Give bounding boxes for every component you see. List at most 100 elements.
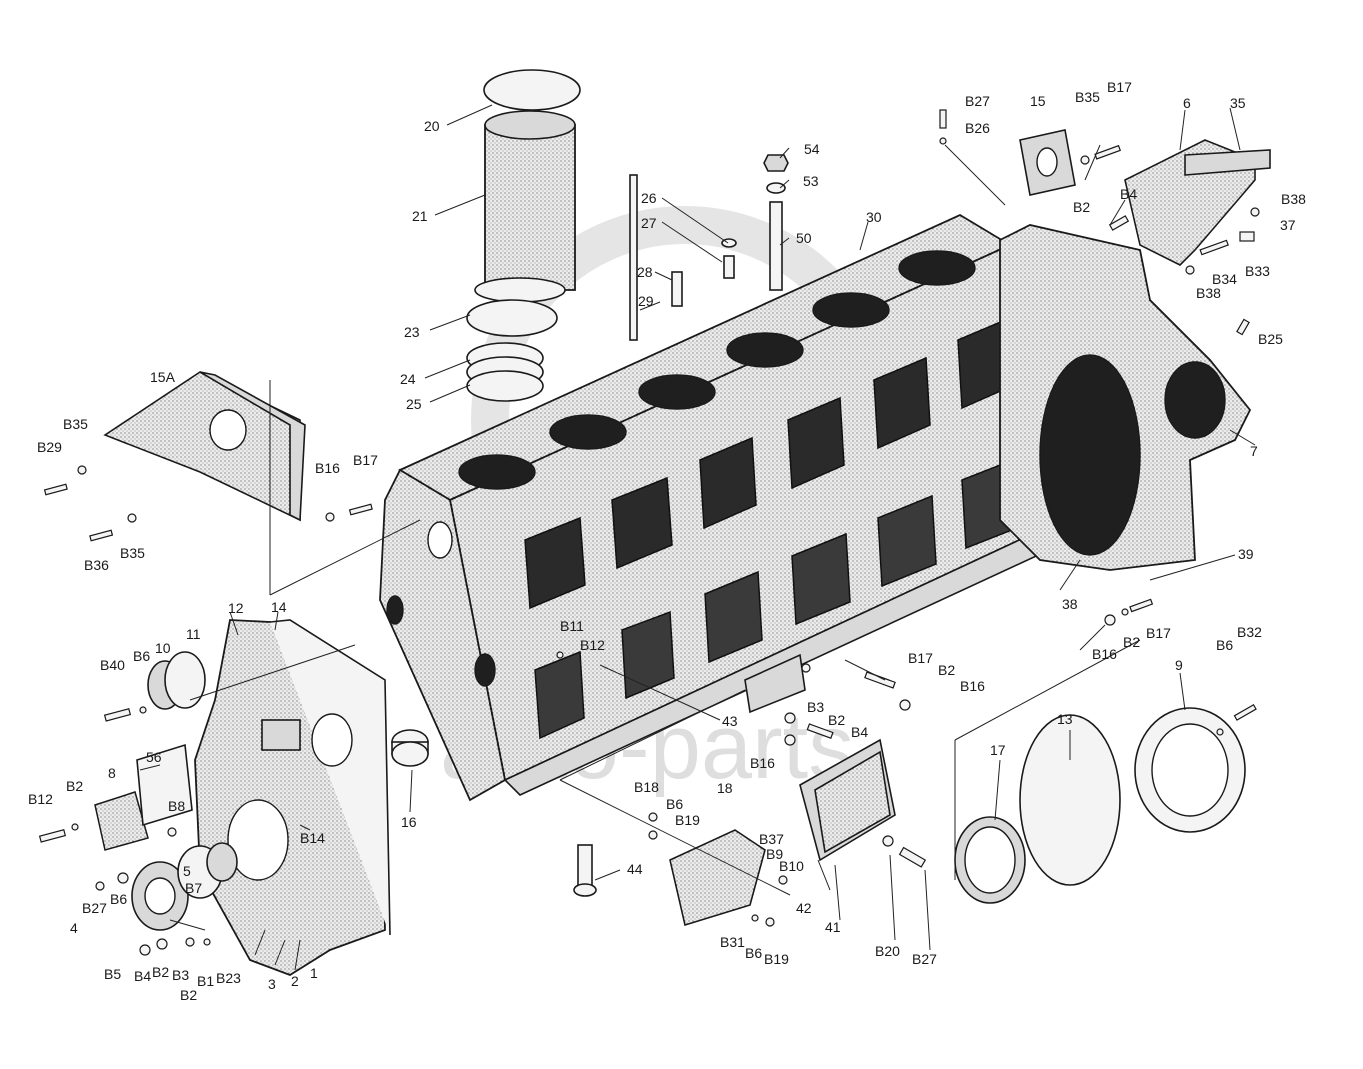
label-b20: B20 — [875, 943, 900, 959]
label-13: 13 — [1057, 711, 1073, 727]
label-20: 20 — [424, 118, 440, 134]
flange-15 — [1019, 129, 1076, 196]
label-b27-top: B27 — [965, 93, 990, 109]
label-b25: B25 — [1258, 331, 1283, 347]
label-b17-right: B17 — [1146, 625, 1171, 641]
label-b32: B32 — [1237, 624, 1262, 640]
leader-lines — [139, 104, 1256, 971]
label-b6-bottom: B6 — [745, 945, 762, 961]
label-39: 39 — [1238, 546, 1254, 562]
label-44: 44 — [627, 861, 643, 877]
label-b5: B5 — [104, 966, 121, 982]
label-b4-top: B4 — [1120, 186, 1137, 202]
label-b9: B9 — [766, 846, 783, 862]
label-b7: B7 — [185, 880, 202, 896]
label-9: 9 — [1175, 657, 1183, 673]
label-56: 56 — [146, 749, 162, 765]
label-54: 54 — [804, 141, 820, 157]
label-28: 28 — [637, 264, 653, 280]
label-b27-left: B27 — [82, 900, 107, 916]
label-3: 3 — [268, 976, 276, 992]
label-b2-bottom: B2 — [180, 987, 197, 1003]
label-10: 10 — [155, 640, 171, 656]
label-b3-lower: B3 — [172, 967, 189, 983]
callout-labels: 20 21 23 24 25 26 27 28 29 30 50 53 54 1… — [28, 79, 1306, 1003]
label-14: 14 — [271, 599, 287, 615]
label-43: 43 — [722, 713, 738, 729]
label-25: 25 — [406, 396, 422, 412]
label-11: 11 — [186, 626, 201, 642]
label-b8: B8 — [168, 798, 185, 814]
label-b23: B23 — [216, 970, 241, 986]
label-b16-left: B16 — [315, 460, 340, 476]
bushing-and-stud — [391, 729, 597, 897]
label-b16-right: B16 — [1092, 646, 1117, 662]
label-21: 21 — [412, 208, 428, 224]
label-b38-mid: B38 — [1196, 285, 1221, 301]
label-b17-top: B17 — [1107, 79, 1132, 95]
label-b17-left: B17 — [353, 452, 378, 468]
bracket-15a — [103, 371, 306, 522]
front-components — [94, 651, 238, 931]
rear-seal-components — [954, 707, 1246, 904]
bracket-6 — [1124, 139, 1271, 266]
fasteners — [38, 109, 1260, 956]
label-b11: B11 — [560, 618, 584, 634]
label-b35-top: B35 — [1075, 89, 1100, 105]
studs-and-nuts — [629, 154, 789, 341]
label-b37: B37 — [759, 831, 784, 847]
cylinder-block — [379, 213, 1063, 802]
label-4: 4 — [70, 920, 78, 936]
label-b38-top: B38 — [1281, 191, 1306, 207]
label-b2-left: B2 — [66, 778, 83, 794]
label-b6-mid: B6 — [666, 796, 683, 812]
label-35-right: 35 — [1230, 95, 1246, 111]
label-b4-lower: B4 — [134, 968, 151, 984]
timing-case — [194, 619, 391, 976]
label-b4-mid: B4 — [851, 724, 868, 740]
label-50: 50 — [796, 230, 812, 246]
label-18: 18 — [717, 780, 733, 796]
label-29: 29 — [638, 293, 654, 309]
label-b19-mid: B19 — [675, 812, 700, 828]
label-24: 24 — [400, 371, 416, 387]
label-b14: B14 — [300, 830, 325, 846]
label-b2-top: B2 — [1073, 199, 1090, 215]
label-8: 8 — [108, 765, 116, 781]
label-b6-right: B6 — [1216, 637, 1233, 653]
label-b27-lower: B27 — [912, 951, 937, 967]
label-b2-right: B2 — [1123, 634, 1140, 650]
side-covers — [669, 653, 896, 927]
label-17: 17 — [990, 742, 1006, 758]
label-15a: 15A — [150, 369, 176, 385]
label-5: 5 — [183, 863, 191, 879]
label-b6-lower: B6 — [110, 891, 127, 907]
label-b16-mid: B16 — [960, 678, 985, 694]
label-15: 15 — [1030, 93, 1046, 109]
label-b36: B36 — [84, 557, 109, 573]
label-b19-bottom: B19 — [764, 951, 789, 967]
label-b35-left: B35 — [63, 416, 88, 432]
label-16: 16 — [401, 814, 417, 830]
label-b31: B31 — [720, 934, 745, 950]
label-41: 41 — [825, 919, 841, 935]
label-b40: B40 — [100, 657, 125, 673]
flywheel-housing — [999, 224, 1252, 571]
label-1: 1 — [310, 965, 318, 981]
label-b6-left: B6 — [133, 648, 150, 664]
label-b35-lower: B35 — [120, 545, 145, 561]
label-b12-mid: B12 — [580, 637, 605, 653]
label-7: 7 — [1250, 443, 1258, 459]
label-b1: B1 — [197, 973, 214, 989]
label-27: 27 — [641, 215, 657, 231]
label-38: 38 — [1062, 596, 1078, 612]
label-6: 6 — [1183, 95, 1191, 111]
cylinder-liner-group — [466, 69, 581, 402]
label-b17-mid: B17 — [908, 650, 933, 666]
label-b2-mid: B2 — [938, 662, 955, 678]
label-b2-mid2: B2 — [828, 712, 845, 728]
label-53: 53 — [803, 173, 819, 189]
label-b29: B29 — [37, 439, 62, 455]
label-b33: B33 — [1245, 263, 1270, 279]
